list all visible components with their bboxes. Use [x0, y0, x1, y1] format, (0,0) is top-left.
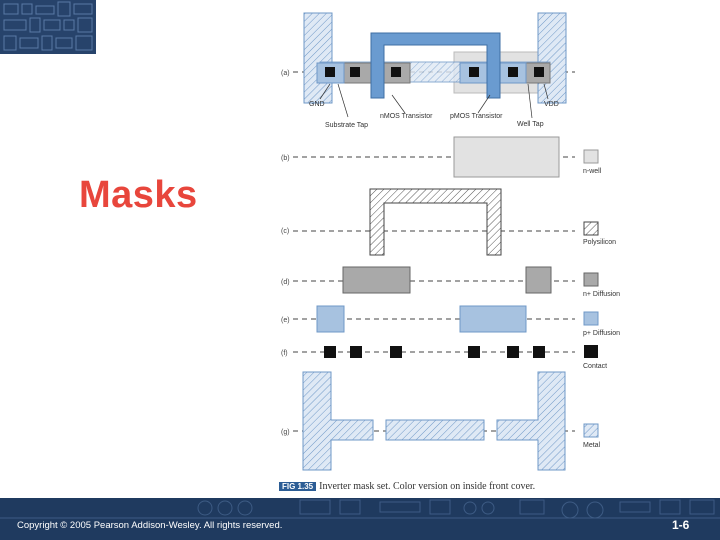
legend-swatches: [583, 149, 599, 438]
composite-layout: [303, 12, 567, 119]
gnd-label: GND: [309, 101, 325, 108]
row-label-g: (g): [281, 429, 290, 436]
slide-title: Masks: [79, 174, 198, 216]
row-label-f: (f): [281, 350, 288, 357]
row-label-a: (a): [281, 70, 290, 77]
substrate-tap-label: Substrate Tap: [325, 122, 368, 129]
legend-polysilicon: Polysilicon: [583, 239, 616, 246]
ndiffusion-mask: [342, 266, 552, 294]
copyright-text: Copyright © 2005 Pearson Addison-Wesley.…: [17, 520, 283, 531]
vdd-label: VDD: [544, 101, 559, 108]
mask-set-figure: (a) (b) (c) (d) (e) (f) (g): [270, 8, 630, 493]
pdiffusion-mask: [316, 305, 527, 333]
legend-metal: Metal: [583, 442, 601, 449]
figure-tag: FIG 1.35: [279, 482, 317, 491]
well-tap-label: Well Tap: [517, 121, 544, 128]
polysilicon-mask: [369, 188, 502, 256]
nwell-mask: [453, 136, 560, 178]
legend-ndiffusion: n+ Diffusion: [583, 291, 620, 298]
mask-set-diagram: (a) (b) (c) (d) (e) (f) (g): [281, 12, 620, 471]
pmos-label: pMOS Transistor: [450, 113, 503, 120]
page-number: 1-6: [672, 518, 690, 532]
row-label-c: (c): [281, 228, 289, 235]
legend-nwell: n-well: [583, 168, 602, 175]
corner-decoration: [0, 0, 96, 54]
row-label-b: (b): [281, 155, 290, 162]
row-label-d: (d): [281, 279, 290, 286]
circuit-pattern-image: [0, 0, 96, 54]
nmos-label: nMOS Transistor: [380, 113, 433, 120]
footer-pattern-image: [0, 498, 720, 540]
footer-bar: [0, 498, 720, 540]
contact-mask: [324, 346, 545, 358]
row-label-e: (e): [281, 317, 290, 324]
caption-text: Inverter mask set. Color version on insi…: [319, 481, 536, 492]
legend-pdiffusion: p+ Diffusion: [583, 330, 620, 337]
legend-contact: Contact: [583, 363, 607, 370]
metal-mask: [302, 371, 566, 471]
